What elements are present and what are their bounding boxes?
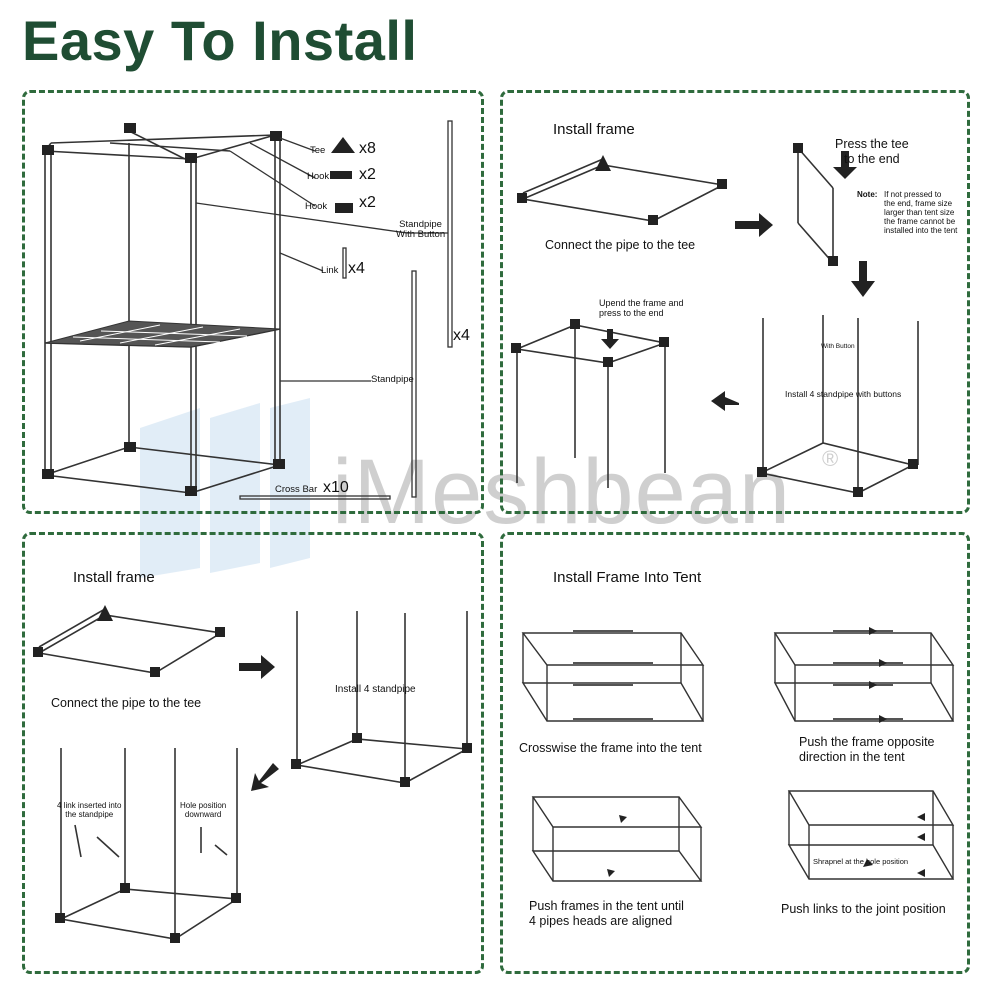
push-frames-caption: Push frames in the tent until 4 pipes he… bbox=[529, 899, 684, 928]
install-standpipe-caption-2: Install 4 standpipe bbox=[335, 684, 416, 695]
connect-caption: Connect the pipe to the tee bbox=[545, 238, 696, 252]
tee-qty: x8 bbox=[359, 140, 376, 157]
crosswise-caption: Crosswise the frame into the tent bbox=[519, 741, 702, 755]
page-title: Easy To Install bbox=[22, 9, 418, 72]
install-frame-panel-2: Install frame Connect the pipe to the te… bbox=[22, 532, 484, 974]
with-button-label: With Button bbox=[821, 343, 855, 350]
cross-bar-qty: x10 bbox=[323, 479, 349, 496]
hook-qty-2: x2 bbox=[359, 194, 376, 211]
hook-label: Hook bbox=[307, 171, 330, 182]
parts-list-panel: Tee x8 Hook x2 Hook x2 Link x4 Standpipe… bbox=[22, 90, 484, 514]
watermark-mark: ® bbox=[822, 446, 839, 471]
tent-frame-illustration bbox=[42, 120, 453, 500]
hook-label-2: Hook bbox=[305, 201, 328, 212]
standpipe-button-qty: x4 bbox=[453, 327, 470, 344]
install-frame-panel-1: Install frame Connect the pipe to the te… bbox=[500, 90, 970, 514]
push-links-caption: Push links to the joint position bbox=[781, 902, 946, 916]
install-into-tent-illustration bbox=[521, 627, 955, 882]
hole-position-caption: Hole position downward bbox=[180, 801, 227, 819]
watermark-text: iMeshbean bbox=[332, 441, 792, 543]
note-text: If not pressed to the end, frame size la… bbox=[884, 190, 958, 235]
shrapnel-caption: Shrapnel at the hole position bbox=[813, 857, 909, 866]
note-label: Note: bbox=[857, 190, 878, 199]
link-qty: x4 bbox=[348, 260, 365, 277]
install-into-tent-heading: Install Frame Into Tent bbox=[553, 569, 702, 586]
tee-label: Tee bbox=[310, 145, 326, 156]
cross-bar-label: Cross Bar bbox=[275, 484, 318, 495]
install-standpipe-caption: Install 4 standpipe with buttons bbox=[785, 389, 902, 399]
install-standpipe-illustration bbox=[33, 605, 472, 943]
link-inserted-caption: 4 link inserted into the standpipe bbox=[57, 801, 122, 819]
link-label: Link bbox=[321, 265, 339, 276]
install-frame-illustration bbox=[511, 143, 919, 497]
install-frame-heading: Install frame bbox=[553, 121, 635, 138]
hook-qty: x2 bbox=[359, 166, 376, 183]
install-into-tent-panel: Install Frame Into Tent Crosswise the fr… bbox=[500, 532, 970, 974]
standpipe-button-label: Standpipe With Button bbox=[396, 219, 446, 240]
upend-caption: Upend the frame and press to the end bbox=[599, 298, 684, 318]
connect-caption-2: Connect the pipe to the tee bbox=[51, 696, 202, 710]
install-frame-heading-2: Install frame bbox=[73, 569, 155, 586]
push-opposite-caption: Push the frame opposite direction in the… bbox=[799, 735, 935, 764]
press-caption: Press the tee to the end bbox=[835, 137, 909, 166]
standpipe-label: Standpipe bbox=[371, 374, 414, 385]
